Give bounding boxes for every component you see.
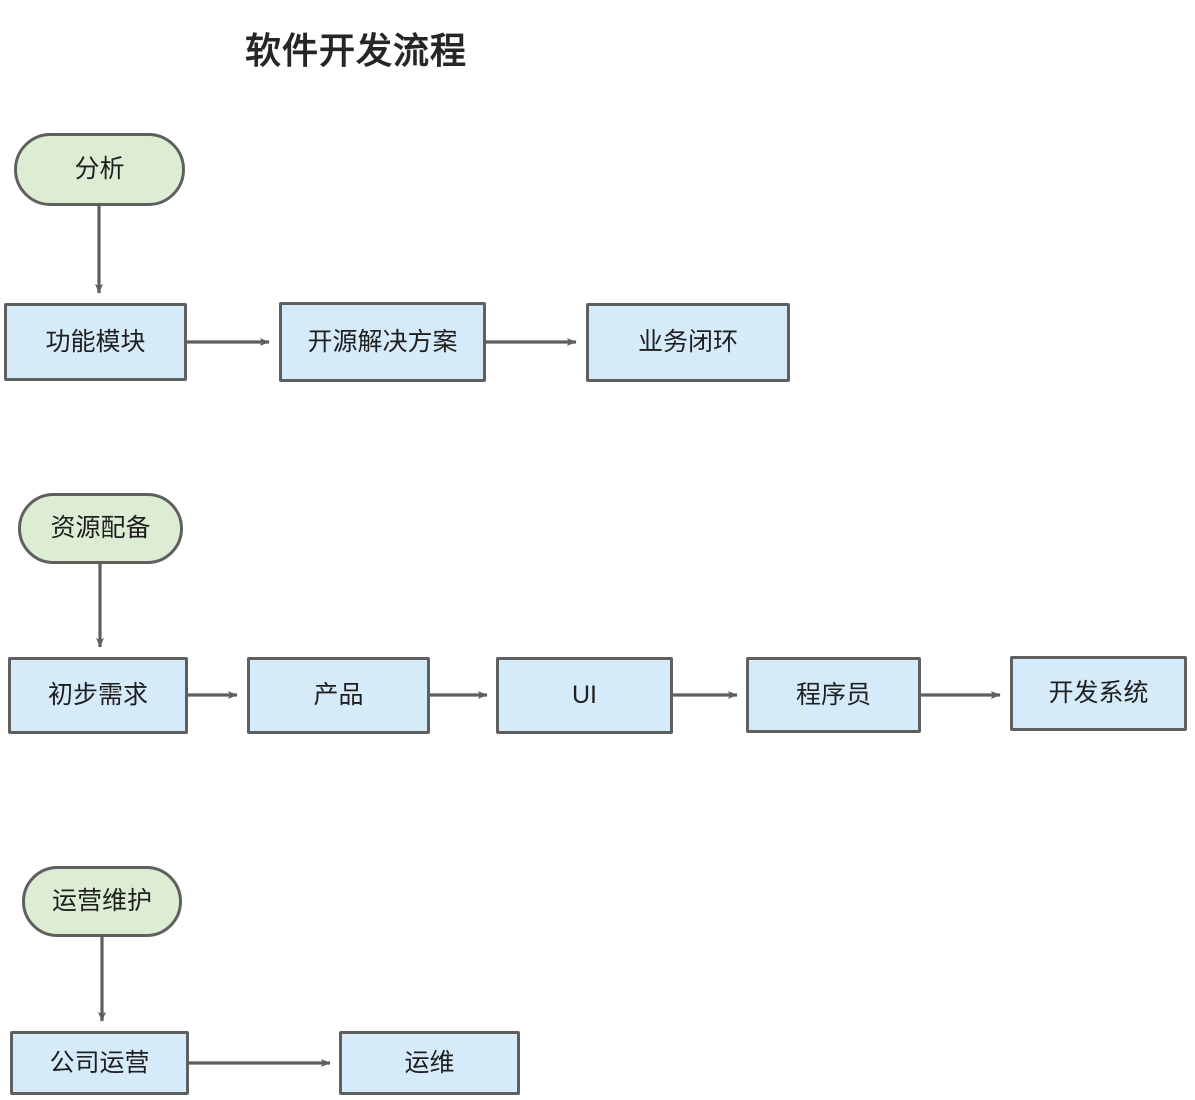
node-label: 运营维护	[51, 887, 152, 915]
node-chanpin[interactable]: 产品	[247, 657, 430, 734]
node-label: 开源解决方案	[307, 327, 458, 356]
node-gongneng-mokuai[interactable]: 功能模块	[4, 303, 187, 381]
node-label: 公司运营	[49, 1048, 150, 1077]
node-chengxuyuan[interactable]: 程序员	[746, 657, 921, 733]
node-yunying-weihu-start[interactable]: 运营维护	[22, 866, 182, 937]
node-yewu-bihuan[interactable]: 业务闭环	[586, 303, 790, 382]
node-chubu-xuqiu[interactable]: 初步需求	[8, 657, 188, 734]
node-label: UI	[572, 681, 597, 709]
node-kaiyuan-jiejue-fangan[interactable]: 开源解决方案	[279, 302, 486, 382]
node-label: 程序员	[795, 680, 871, 709]
node-yunwei[interactable]: 运维	[339, 1031, 520, 1095]
node-ziyuan-peibei-start[interactable]: 资源配备	[18, 493, 183, 564]
node-analysis-start[interactable]: 分析	[14, 133, 185, 206]
page-title: 软件开发流程	[245, 30, 468, 71]
node-label: 业务闭环	[637, 328, 738, 356]
node-label: 功能模块	[45, 327, 146, 356]
node-label: 资源配备	[50, 514, 151, 542]
node-kaifa-xitong[interactable]: 开发系统	[1010, 656, 1187, 731]
node-label: 运维	[404, 1048, 455, 1077]
node-gongsi-yunying[interactable]: 公司运营	[10, 1031, 189, 1095]
node-label: 开发系统	[1048, 679, 1149, 707]
node-label: 产品	[313, 681, 364, 709]
node-label: 分析	[74, 155, 125, 183]
node-label: 初步需求	[47, 681, 148, 709]
node-ui[interactable]: UI	[496, 657, 673, 734]
